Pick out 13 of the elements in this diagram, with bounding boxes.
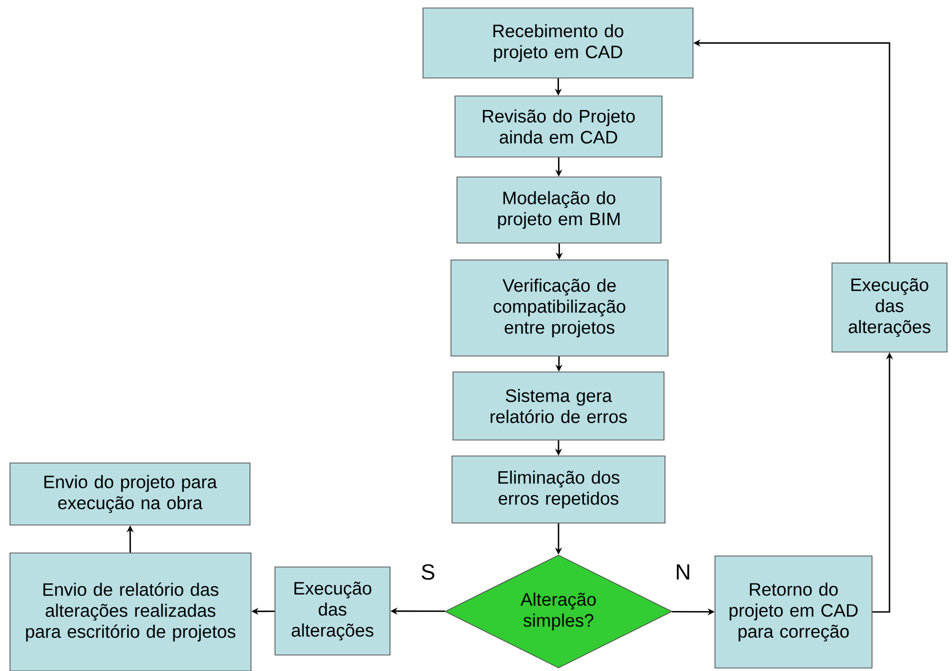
process-box: Envio de relatório das alterações realizadas para escritório de projetos <box>10 552 252 671</box>
process-box: Verificação de compatibilização entre projetos <box>450 260 668 356</box>
edge-label: N <box>676 564 690 580</box>
process-box: Sistema gera relatório de erros <box>452 372 664 440</box>
edge-label: S <box>422 564 434 580</box>
process-box: Revisão do Projeto ainda em CAD <box>454 96 662 158</box>
process-box: Execução das alterações <box>832 262 948 352</box>
process-box: Recebimento do projeto em CAD <box>422 8 694 78</box>
process-box: Eliminação dos erros repetidos <box>452 456 666 524</box>
process-box: Retorno do projeto em CAD para correção <box>714 556 872 668</box>
process-box: Envio do projeto para execução na obra <box>10 462 250 526</box>
process-box: Execução das alterações <box>274 566 390 656</box>
process-box: Modelação do projeto em BIM <box>456 176 662 244</box>
